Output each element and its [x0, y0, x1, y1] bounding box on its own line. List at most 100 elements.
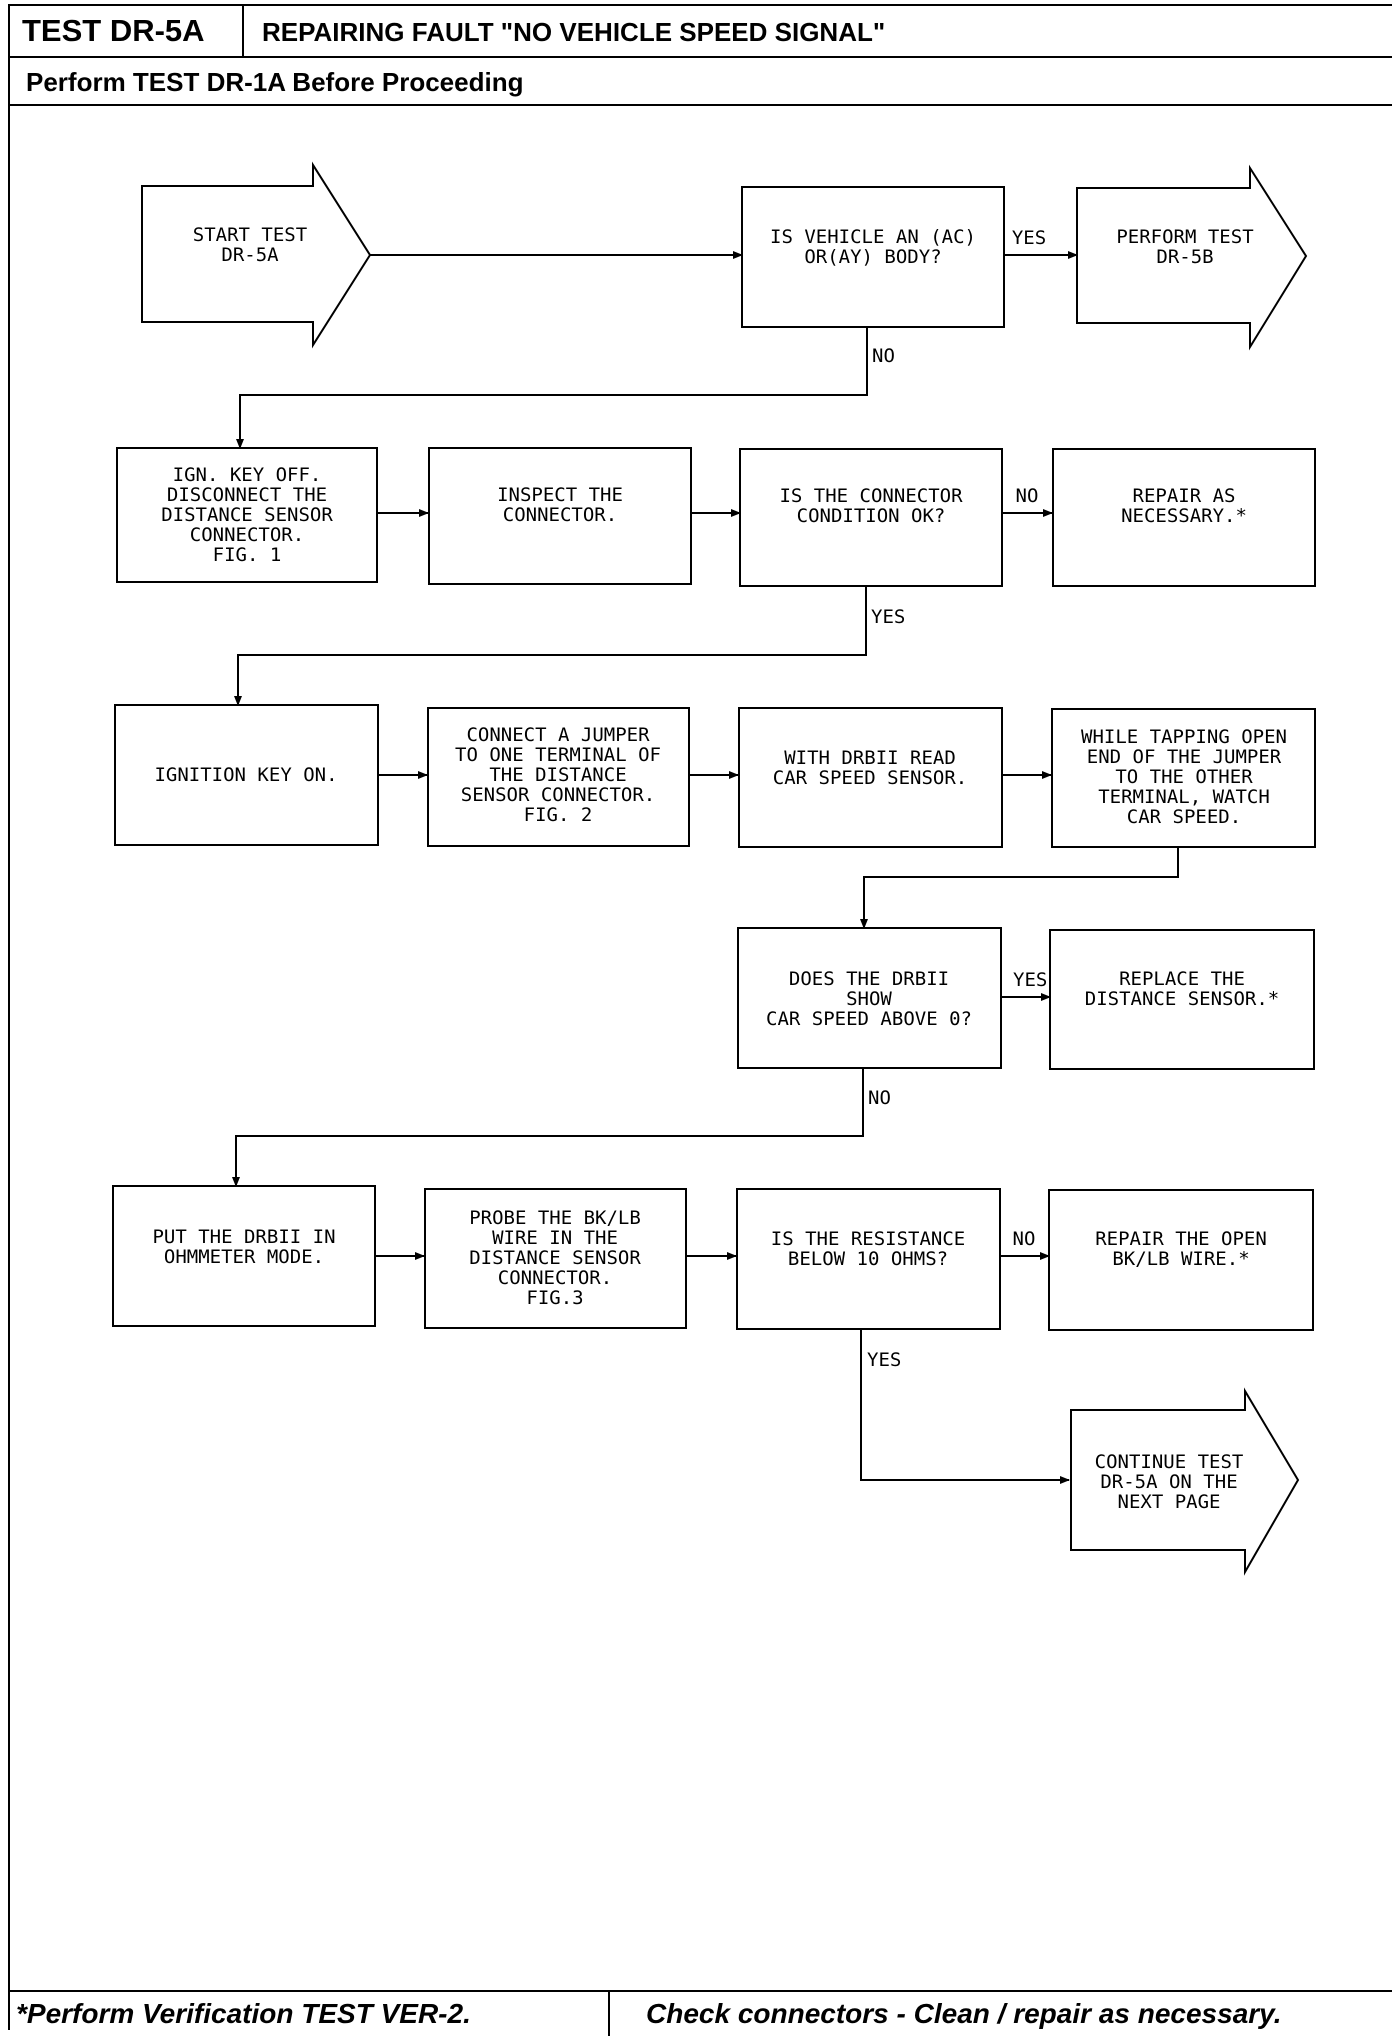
label-no-resist: NO: [1013, 1228, 1036, 1250]
box-text-line: THE DISTANCE: [489, 764, 626, 786]
box-text-line: IS THE RESISTANCE: [771, 1228, 965, 1250]
box-text-line: WHILE TAPPING OPEN: [1081, 726, 1287, 748]
box-text-line: CONNECTOR.: [190, 524, 304, 546]
box-text-line: OHMMETER MODE.: [164, 1246, 324, 1268]
box-text-line: FIG. 1: [213, 544, 282, 566]
box-text-line: DISTANCE SENSOR: [161, 504, 333, 526]
label-yes-speed: YES: [1013, 969, 1047, 991]
box-text-line: CAR SPEED.: [1127, 806, 1241, 828]
tapping-box: [1051, 708, 1316, 848]
box-text-line: REPLACE THE: [1119, 968, 1245, 990]
box-text-line: TO ONE TERMINAL OF: [455, 744, 661, 766]
label-no-connector: NO: [1016, 485, 1039, 507]
box-text-line: IGNITION KEY ON.: [154, 764, 337, 786]
box-text-line: DR-5A ON THE: [1100, 1471, 1237, 1493]
box-text-line: END OF THE JUMPER: [1087, 746, 1282, 768]
box-text-line: SENSOR CONNECTOR.: [461, 784, 655, 806]
box-text-line: PROBE THE BK/LB: [469, 1207, 641, 1229]
header-bar: TEST DR-5A REPAIRING FAULT "NO VEHICLE S…: [10, 6, 1392, 58]
box-text-line: DISTANCE SENSOR: [469, 1247, 641, 1269]
box-text-line: PUT THE DRBII IN: [152, 1226, 335, 1248]
arrow-q-connector-yes: [234, 586, 867, 706]
jumper-box: [427, 707, 690, 847]
box-text-line: INSPECT THE: [497, 484, 623, 506]
q-connector-box: [739, 448, 1003, 587]
box-text-line: NEXT PAGE: [1118, 1491, 1221, 1513]
box-text-line: CAR SPEED ABOVE 0?: [766, 1008, 972, 1030]
ign-on-text: IGNITION KEY ON.: [154, 764, 337, 786]
box-text-line: DR-5B: [1156, 246, 1213, 268]
box-text-line: REPAIR THE OPEN: [1095, 1228, 1267, 1250]
repair-wire-box: [1048, 1189, 1314, 1331]
box-text-line: TO THE OTHER: [1115, 766, 1253, 788]
box-text-line: TERMINAL, WATCH: [1098, 786, 1270, 808]
perform-5b-arrow-shape: [1076, 164, 1308, 351]
start-arrow-shape: [141, 161, 372, 349]
test-id: TEST DR-5A: [10, 6, 244, 56]
box-text-line: CAR SPEED SENSOR.: [773, 767, 967, 789]
box-text-line: BELOW 10 OHMS?: [788, 1248, 948, 1270]
box-text-line: REPAIR AS: [1133, 485, 1236, 507]
box-text-line: CONDITION OK?: [797, 505, 946, 527]
box-text-line: START TEST: [193, 224, 307, 246]
box-text-line: OR(AY) BODY?: [804, 246, 941, 268]
ign-on-box: [114, 704, 379, 846]
box-text-line: NECESSARY.*: [1121, 505, 1247, 527]
box-text-line: WIRE IN THE: [492, 1227, 618, 1249]
replace-sensor-box: [1049, 929, 1315, 1070]
box-text-line: BK/LB WIRE.*: [1112, 1248, 1249, 1270]
prerequisite-bar: Perform TEST DR-1A Before Proceeding: [10, 58, 1392, 106]
q-resist-box: [736, 1188, 1001, 1330]
box-text-line: IS THE CONNECTOR: [779, 485, 963, 507]
arrow-q-body-no: [236, 327, 868, 449]
box-text-line: IGN. KEY OFF.: [173, 464, 322, 486]
arrow-tapping-to-q-speed: [860, 847, 1179, 929]
footer-verification-note: *Perform Verification TEST VER-2.: [10, 1992, 610, 2036]
worksheet: TEST DR-5A REPAIRING FAULT "NO VEHICLE S…: [8, 4, 1392, 2036]
box-text-line: CONNECTOR.: [503, 504, 617, 526]
label-yes-connector: YES: [871, 606, 905, 628]
box-text-line: WITH DRBII READ: [784, 747, 956, 769]
label-yes-body: YES: [1012, 227, 1046, 249]
box-text-line: IS VEHICLE AN (AC): [770, 226, 976, 248]
probe-box: [424, 1188, 687, 1329]
continue-arrow-shape: [1070, 1387, 1300, 1576]
box-text-line: SHOW: [846, 988, 892, 1010]
prerequisite-text: Perform TEST DR-1A Before Proceeding: [26, 67, 524, 97]
footer-bar: *Perform Verification TEST VER-2. Check …: [10, 1990, 1392, 2036]
box-text-line: DR-5A: [221, 244, 279, 266]
box-text-line: FIG. 2: [524, 804, 593, 826]
repair-connector-box: [1052, 448, 1316, 587]
label-no-speed: NO: [868, 1087, 891, 1109]
arrow-q-resist-yes: [860, 1329, 1070, 1484]
q-body-text: IS VEHICLE AN (AC)OR(AY) BODY?: [770, 226, 976, 268]
label-yes-resist: YES: [867, 1349, 901, 1371]
box-text-line: CONTINUE TEST: [1095, 1451, 1244, 1473]
test-title: REPAIRING FAULT "NO VEHICLE SPEED SIGNAL…: [262, 17, 886, 47]
arrow-q-speed-no: [232, 1068, 864, 1187]
inspect-box: [428, 447, 692, 585]
q-speed-box: [737, 927, 1002, 1069]
box-text-line: PERFORM TEST: [1116, 226, 1253, 248]
box-text-line: DISTANCE SENSOR.*: [1085, 988, 1279, 1010]
q-body-box: [741, 186, 1005, 328]
ohm-mode-box: [112, 1185, 376, 1327]
footer-connector-note: Check connectors - Clean / repair as nec…: [646, 1998, 1282, 2029]
box-text-line: CONNECTOR.: [498, 1267, 612, 1289]
